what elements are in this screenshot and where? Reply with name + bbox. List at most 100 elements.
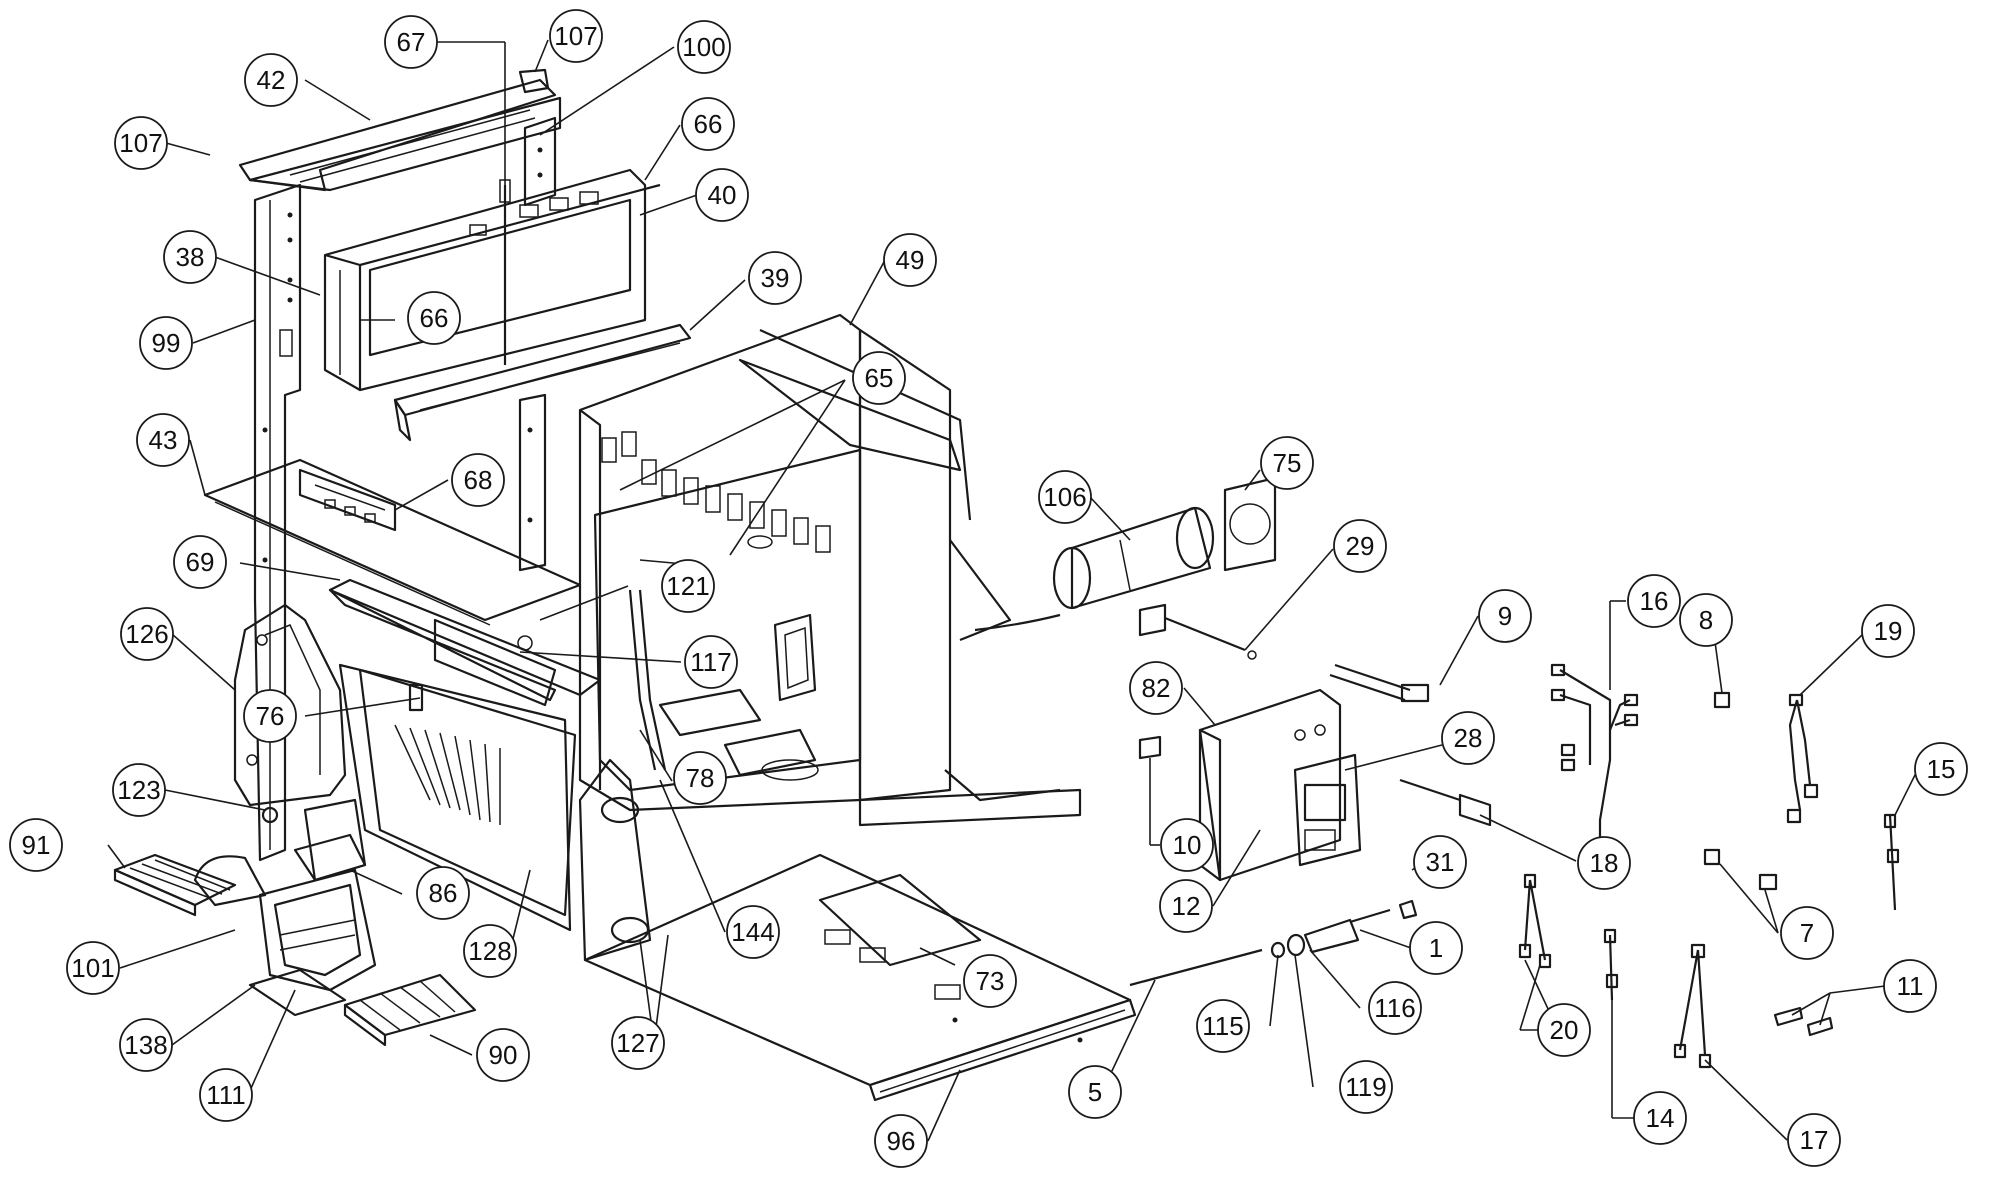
callout-label: 29 (1346, 531, 1375, 561)
callout-126: 126 (120, 607, 174, 661)
callout-circle (1333, 519, 1387, 573)
callout-circle (1633, 1091, 1687, 1145)
callout-circle (139, 316, 193, 370)
callout-circle (1159, 879, 1213, 933)
callout-circle (1196, 999, 1250, 1053)
wire-part-14 (1603, 928, 1619, 1001)
callout-circle (1780, 906, 1834, 960)
callout-39: 39 (748, 251, 802, 305)
callout-label: 86 (429, 878, 458, 908)
top-rail-part-42 (238, 68, 562, 192)
callout-circle (726, 905, 780, 959)
callout-circle (416, 866, 470, 920)
callout-107: 107 (549, 9, 603, 63)
callout-label: 16 (1640, 586, 1669, 616)
callout-label: 38 (176, 242, 205, 272)
callout-116: 116 (1368, 981, 1422, 1035)
clips-part-7 (1703, 848, 1778, 891)
callout-circle (112, 763, 166, 817)
callout-18: 18 (1577, 836, 1631, 890)
callout-label: 101 (71, 953, 114, 983)
callout-label: 96 (887, 1126, 916, 1156)
callout-label: 123 (117, 775, 160, 805)
callout-12: 12 (1159, 879, 1213, 933)
callout-66: 66 (681, 97, 735, 151)
callout-circle (451, 453, 505, 507)
callout-128: 128 (463, 924, 517, 978)
callout-circle (243, 689, 297, 743)
callout-label: 127 (616, 1028, 659, 1058)
callout-label: 144 (731, 917, 774, 947)
callout-label: 20 (1550, 1015, 1579, 1045)
callout-circle (677, 20, 731, 74)
callout-9: 9 (1478, 589, 1532, 643)
flame-graphic (394, 724, 501, 825)
callout-circle (407, 291, 461, 345)
glass-panel-part-128 (338, 663, 577, 932)
igniter-part-1 (1270, 899, 1418, 959)
sensor-part-29 (1138, 603, 1257, 660)
callout-circle (114, 116, 168, 170)
callout-circle (1129, 661, 1183, 715)
callout-73: 73 (963, 954, 1017, 1008)
callout-label: 5 (1088, 1077, 1102, 1107)
callout-label: 43 (149, 425, 178, 455)
callout-circle (1787, 1113, 1841, 1167)
callout-123: 123 (112, 763, 166, 817)
callout-119: 119 (1339, 1060, 1393, 1114)
callout-circle (1339, 1060, 1393, 1114)
callout-43: 43 (136, 413, 190, 467)
callout-label: 126 (125, 619, 168, 649)
callout-circle (1260, 436, 1314, 490)
callout-circle (1068, 1065, 1122, 1119)
callout-107: 107 (114, 116, 168, 170)
thermocouple-part-5 (1129, 948, 1263, 987)
callout-117: 117 (684, 635, 738, 689)
door-frame-part-69 (328, 578, 602, 707)
callout-label: 11 (1897, 971, 1924, 1001)
callout-67: 67 (384, 15, 438, 69)
callout-circle (1413, 835, 1467, 889)
callout-label: 18 (1590, 848, 1619, 878)
callout-label: 1 (1429, 933, 1443, 963)
callout-1: 1 (1409, 921, 1463, 975)
callout-label: 19 (1874, 616, 1903, 646)
switch-part-9 (1329, 663, 1430, 703)
callout-label: 128 (468, 936, 511, 966)
callout-label: 65 (865, 363, 894, 393)
callout-circle (673, 751, 727, 805)
callout-label: 78 (686, 763, 715, 793)
callout-label: 12 (1172, 891, 1201, 921)
callout-circle (476, 1028, 530, 1082)
callout-40: 40 (695, 168, 749, 222)
connector-part-8 (1713, 691, 1731, 709)
callout-65: 65 (852, 351, 906, 405)
plug-part-18 (1399, 778, 1492, 827)
callout-label: 39 (761, 263, 790, 293)
wire-part-20 (1518, 873, 1552, 969)
callout-circle (963, 954, 1017, 1008)
callout-96: 96 (874, 1114, 928, 1168)
callout-circle (163, 230, 217, 284)
callout-66: 66 (407, 291, 461, 345)
callout-115: 115 (1196, 999, 1250, 1053)
callout-label: 82 (1142, 673, 1171, 703)
callout-76: 76 (243, 689, 297, 743)
callout-label: 76 (256, 701, 285, 731)
callout-14: 14 (1633, 1091, 1687, 1145)
callout-circle (852, 351, 906, 405)
callout-circle (874, 1114, 928, 1168)
callout-label: 90 (489, 1040, 518, 1070)
callout-label: 117 (690, 647, 731, 677)
callout-circle (549, 9, 603, 63)
callout-label: 106 (1043, 482, 1086, 512)
shelf-part-43 (203, 458, 582, 626)
callout-circle (1679, 593, 1733, 647)
callout-circle (1861, 604, 1915, 658)
callout-circle (199, 1068, 253, 1122)
callout-label: 75 (1273, 448, 1302, 478)
callout-circle (661, 559, 715, 613)
callout-127: 127 (611, 1016, 665, 1070)
callout-15: 15 (1914, 742, 1968, 796)
